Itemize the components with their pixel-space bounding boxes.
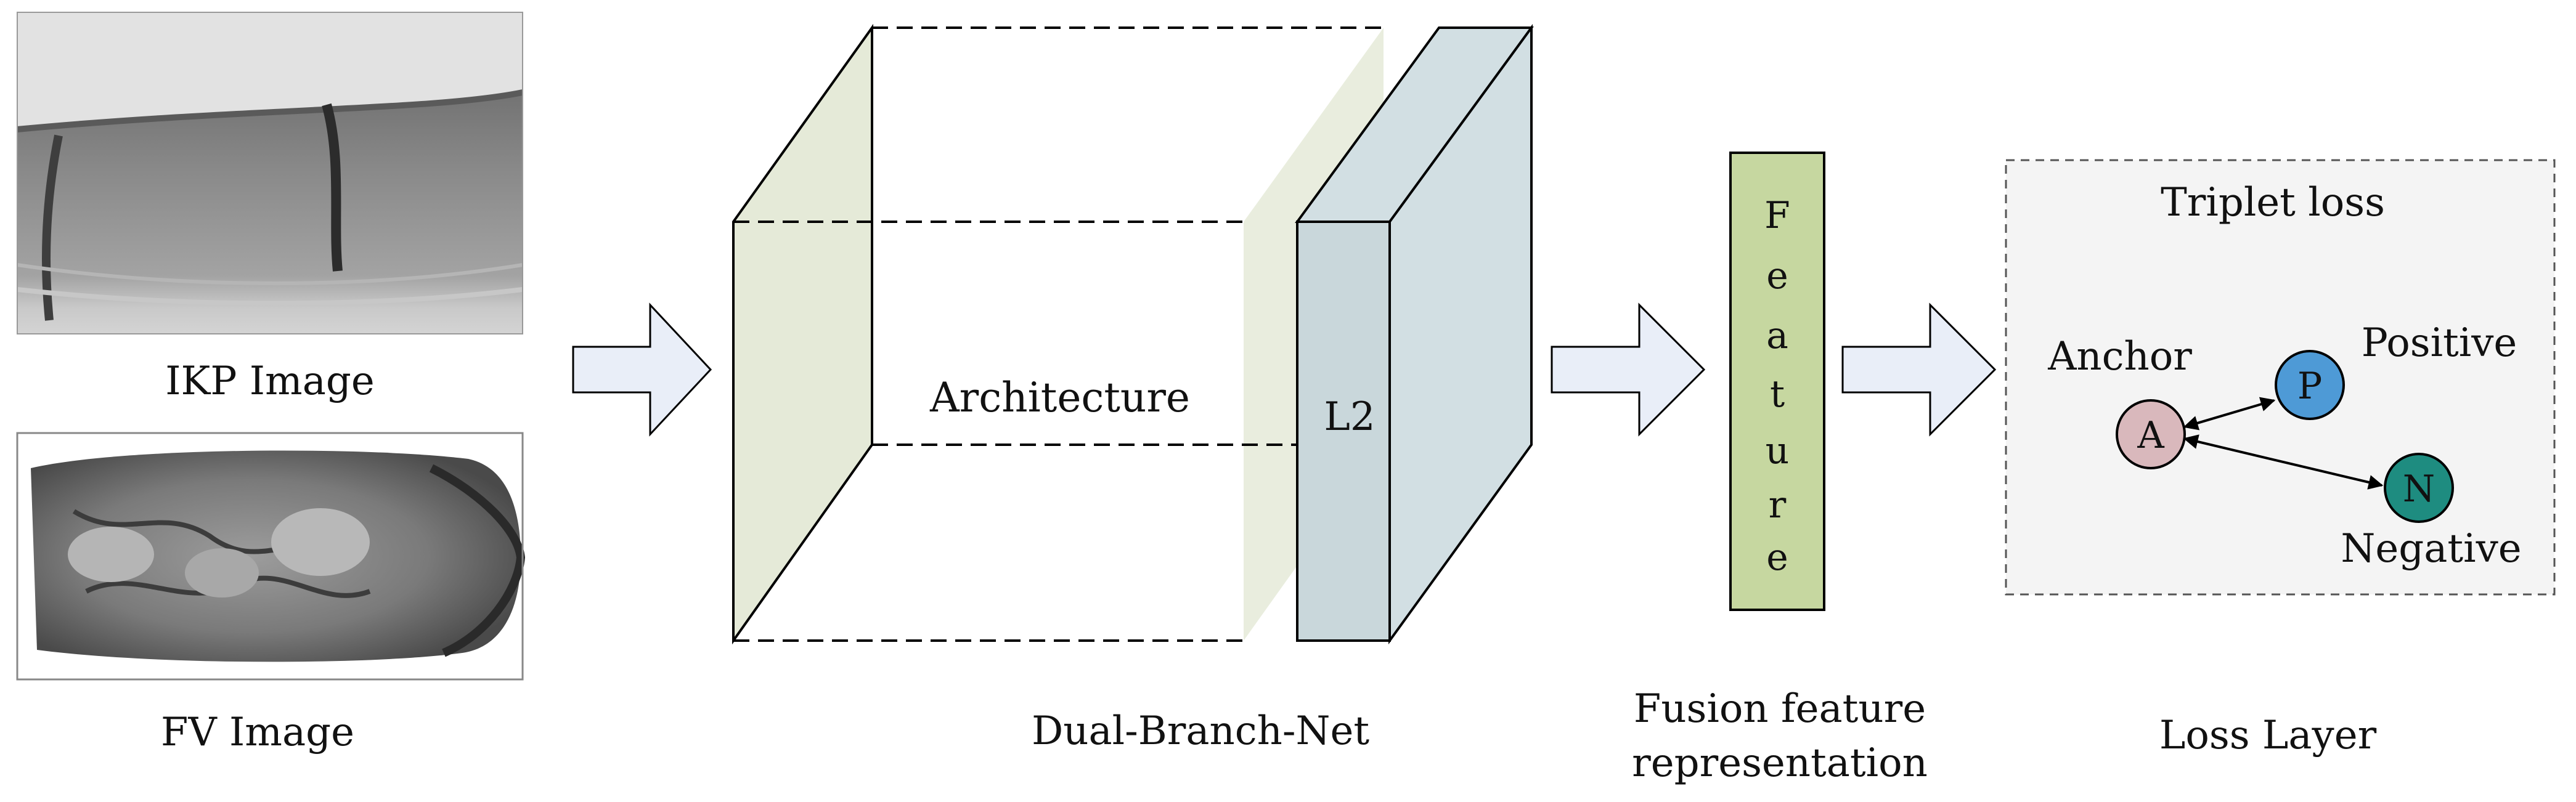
front-plane <box>732 23 873 645</box>
l2-label: L2 <box>1324 394 1375 440</box>
feature-caption-line2: representation <box>1632 740 1928 786</box>
flow-arrow-1 <box>572 302 712 437</box>
ikp-label: IKP Image <box>165 358 374 404</box>
fv-label: FV Image <box>161 710 354 755</box>
node-positive-label: P <box>2297 365 2322 408</box>
network-box <box>732 23 1534 645</box>
negative-label: Negative <box>2341 526 2521 572</box>
feature-letters: F e a t u r e <box>1764 194 1790 579</box>
anchor-negative-link <box>2183 434 2384 490</box>
node-anchor <box>2116 399 2186 469</box>
feature-letter: e <box>1766 536 1788 579</box>
network-caption: Dual-Branch-Net <box>1032 708 1369 754</box>
node-negative-label: N <box>2403 468 2435 511</box>
feature-letter: e <box>1766 254 1788 298</box>
feature-letter: r <box>1769 484 1787 527</box>
ikp-image <box>17 12 523 334</box>
flow-arrow-2 <box>1551 302 1706 437</box>
feature-caption-line1: Fusion feature <box>1634 686 1926 732</box>
feature-letter: F <box>1764 194 1790 237</box>
positive-label: Positive <box>2362 320 2517 366</box>
architecture-label: Architecture <box>929 374 1190 421</box>
feature-letter: t <box>1770 373 1785 416</box>
feature-letter: u <box>1766 429 1790 472</box>
node-negative <box>2384 453 2454 523</box>
anchor-label: Anchor <box>2047 334 2192 379</box>
l2-block-front <box>1296 221 1391 642</box>
anchor-positive-link <box>2183 397 2276 431</box>
feature-letter: a <box>1766 314 1788 357</box>
flow-arrow-3 <box>1841 302 1997 437</box>
triplet-loss-title: Triplet loss <box>2161 180 2385 225</box>
node-positive <box>2275 350 2345 420</box>
loss-caption: Loss Layer <box>2159 713 2377 758</box>
fv-image <box>16 432 526 681</box>
node-anchor-label: A <box>2137 414 2164 457</box>
feature-bar <box>1729 152 1825 611</box>
